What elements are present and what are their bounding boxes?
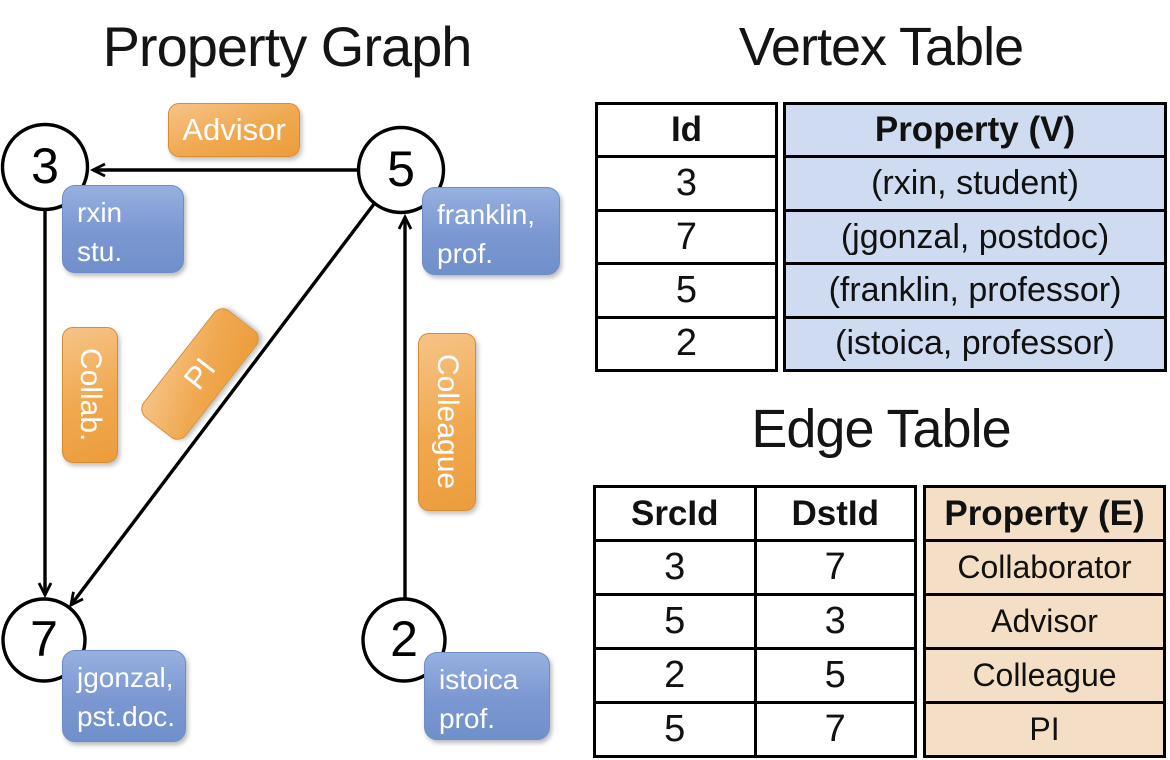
vertex-id-cell: 3 bbox=[598, 158, 775, 212]
edge-table-srcid-column: SrcId 3 5 2 5 bbox=[596, 488, 754, 755]
vertex-card-3: rxin stu. bbox=[62, 185, 184, 273]
vertex-id-header: Id bbox=[598, 105, 775, 159]
vertex-card-7-line2: pst.doc. bbox=[77, 700, 176, 732]
vertex-card-5-line2: prof. bbox=[437, 237, 494, 269]
node-id-3: 3 bbox=[31, 137, 59, 194]
vertex-property-header: Property (V) bbox=[786, 105, 1164, 159]
node-id-5: 5 bbox=[387, 140, 415, 197]
vertex-card-3-line2: stu. bbox=[77, 235, 123, 267]
edge-table-dstid-column: DstId 7 3 5 7 bbox=[753, 488, 914, 755]
node-circle-5 bbox=[356, 125, 446, 215]
node-id-7: 7 bbox=[30, 610, 58, 667]
edge-dstid-cell: 3 bbox=[756, 596, 914, 650]
vertex-card-7: jgonzal, pst.doc. bbox=[62, 650, 186, 742]
vertex-id-cell: 7 bbox=[598, 212, 775, 266]
vertex-id-cell: 5 bbox=[598, 265, 775, 319]
edge-dstid-cell: 7 bbox=[756, 542, 914, 596]
vertex-property-cell: (jgonzal, postdoc) bbox=[786, 212, 1164, 266]
edge-table-title: Edge Table bbox=[751, 399, 1011, 459]
edge-dstid-cell: 5 bbox=[756, 650, 914, 704]
node-id-2: 2 bbox=[390, 610, 418, 667]
edge-srcid-cell: 3 bbox=[596, 542, 754, 596]
edge-srcid-cell: 2 bbox=[596, 650, 754, 704]
edge-dstid-header: DstId bbox=[756, 488, 914, 542]
edge-srcid-cell: 5 bbox=[596, 596, 754, 650]
vertex-property-cell: (rxin, student) bbox=[786, 158, 1164, 212]
vertex-table-property-column: Property (V) (rxin, student) (jgonzal, p… bbox=[783, 102, 1167, 372]
vertex-card-5: franklin, prof. bbox=[422, 187, 560, 275]
edge-table-property-column: Property (E) Collaborator Advisor Collea… bbox=[923, 485, 1166, 758]
edge-property-cell: PI bbox=[1029, 711, 1060, 747]
edge-table-id-columns: SrcId 3 5 2 5 DstId 7 3 5 7 bbox=[593, 485, 917, 758]
edge-property-header: Property (E) bbox=[926, 488, 1163, 542]
vertex-property-cell: (istoica, professor) bbox=[835, 324, 1115, 363]
vertex-card-2: istoica prof. bbox=[424, 652, 550, 740]
edge-property-cell: Advisor bbox=[926, 596, 1163, 650]
vertex-property-cell: (franklin, professor) bbox=[786, 265, 1164, 319]
edge-arrow-5-7 bbox=[71, 202, 376, 605]
vertex-table-id-column: Id 3 7 5 2 bbox=[595, 102, 778, 372]
edge-srcid-cell: 5 bbox=[664, 708, 686, 750]
vertex-card-2-line2: prof. bbox=[439, 702, 496, 734]
vertex-card-7-line1: jgonzal, bbox=[77, 662, 174, 693]
property-graph-title: Property Graph bbox=[102, 15, 473, 78]
edge-dstid-cell: 7 bbox=[824, 708, 846, 750]
edge-label-colleague: Colleague bbox=[418, 333, 476, 511]
vertex-card-3-line1: rxin bbox=[77, 197, 123, 228]
vertex-id-cell: 2 bbox=[675, 322, 698, 365]
vertex-card-5-line1: franklin, bbox=[437, 199, 536, 230]
edge-srcid-header: SrcId bbox=[596, 488, 754, 542]
edge-label-advisor: Advisor bbox=[168, 103, 300, 157]
vertex-card-2-line1: istoica bbox=[439, 664, 519, 695]
vertex-table-title: Vertex Table bbox=[738, 17, 1024, 77]
edge-label-collab: Collab. bbox=[62, 327, 118, 463]
edge-property-cell: Collaborator bbox=[926, 542, 1163, 596]
edge-property-cell: Colleague bbox=[926, 650, 1163, 704]
